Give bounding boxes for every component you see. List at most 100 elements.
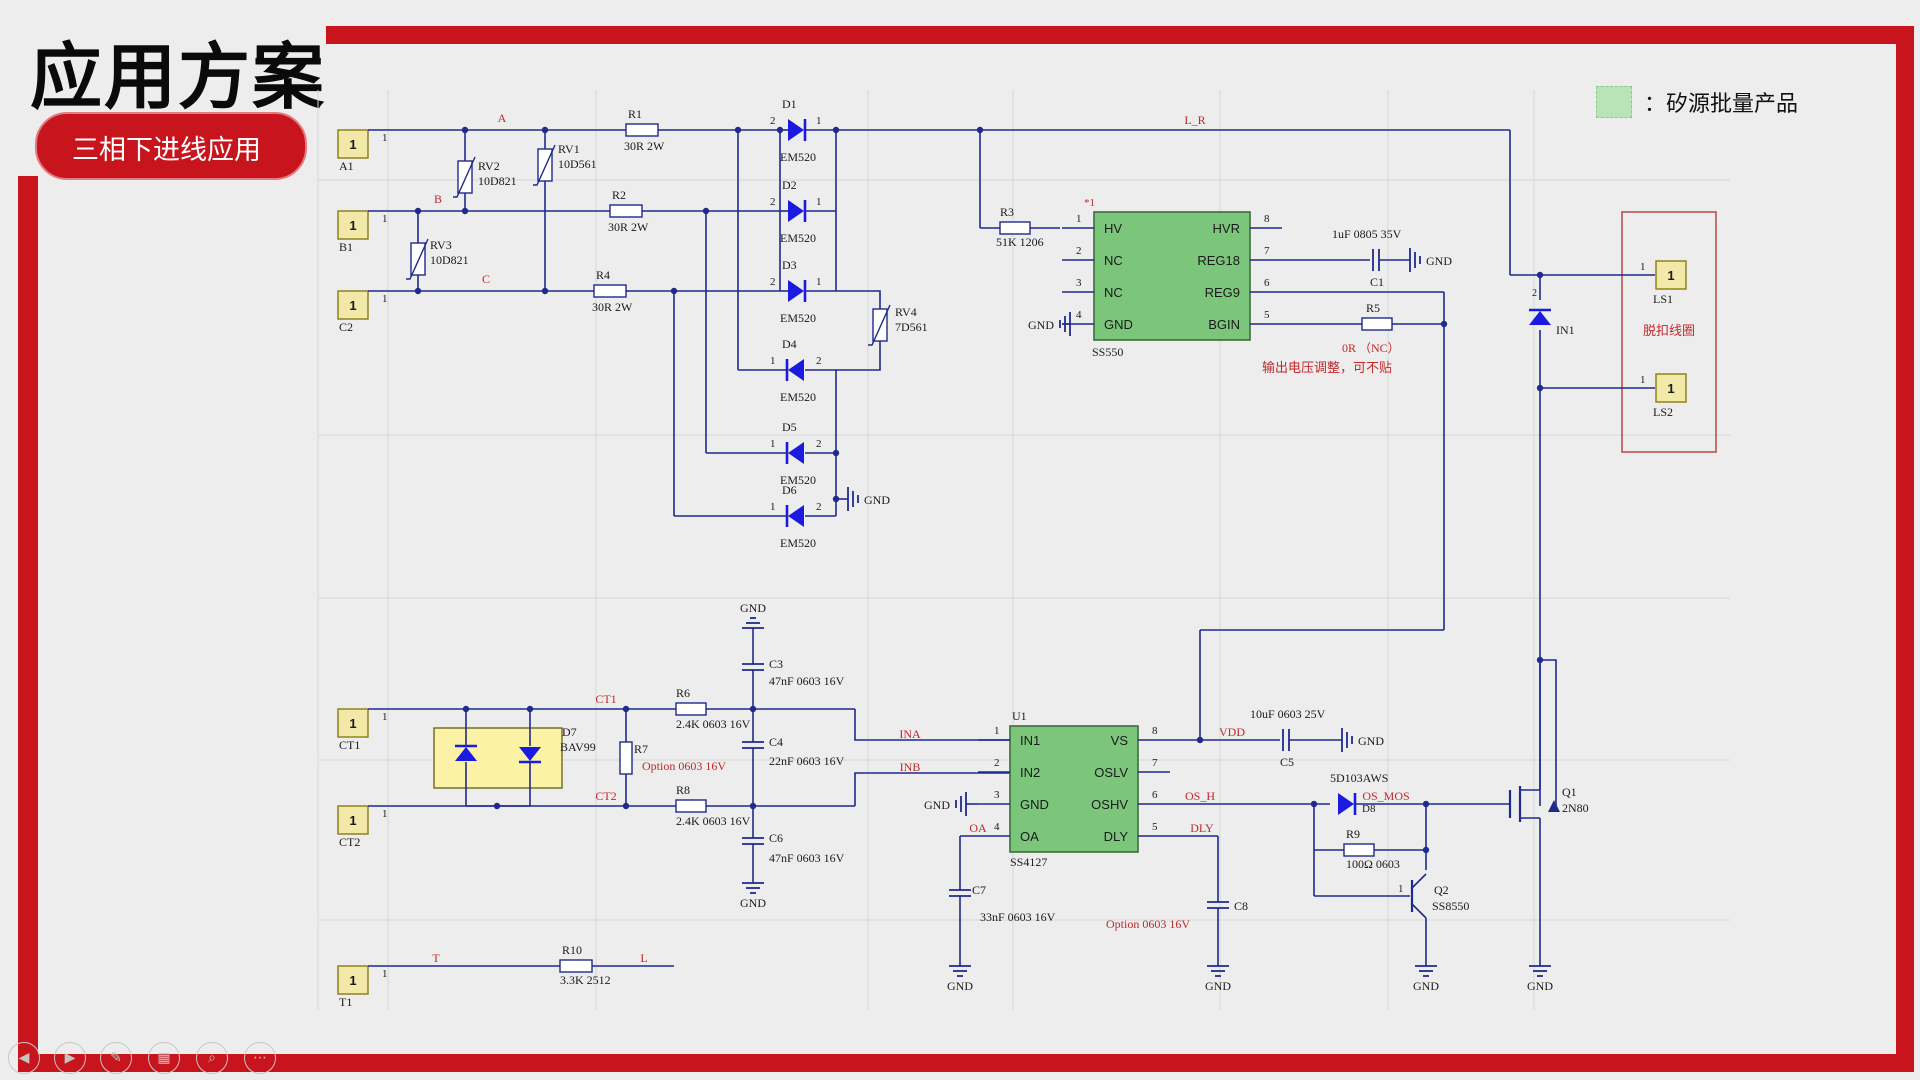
net-label: L_R [1184, 113, 1205, 127]
component-ref: C1 [1370, 275, 1384, 289]
pin-number: 5 [1152, 821, 1158, 833]
pin-number: 4 [994, 821, 1000, 833]
wire [1411, 873, 1427, 889]
junction-dot [541, 126, 549, 134]
pin-number: 1 [816, 276, 822, 288]
legend-swatch [1596, 86, 1632, 118]
pin-number: 2 [816, 355, 822, 367]
connector-ref: CT1 [339, 738, 360, 752]
more-options-icon[interactable]: ⋯ [244, 1042, 276, 1074]
resistor-r9 [1343, 843, 1375, 857]
connector-a1 [337, 129, 369, 159]
resistor-r2 [609, 204, 643, 218]
component-ref: Q2 [1434, 883, 1449, 897]
adjust-note: 输出电压调整，可不贴 [1262, 360, 1392, 376]
component-value: 0R （NC） [1342, 341, 1400, 355]
connector-ref: T1 [339, 995, 352, 1009]
gnd-c3: GND [740, 601, 766, 615]
component-value: EM520 [780, 536, 816, 550]
component-ref: R10 [562, 943, 582, 957]
component-value: 10D561 [558, 157, 597, 171]
zoom-icon[interactable]: ⌕ [196, 1042, 228, 1074]
transistor-q1-arrow [1548, 800, 1560, 812]
component-ref: C5 [1280, 755, 1294, 769]
chip-pin-label: DLY [1104, 829, 1129, 844]
junction-dot [1440, 320, 1448, 328]
connector-t1 [337, 965, 369, 995]
diode-d6 [788, 505, 804, 527]
junction-dot [1196, 736, 1204, 744]
component-value: 47nF 0603 16V [769, 851, 845, 865]
gnd-ss4127: GND [924, 798, 950, 812]
component-ref: R3 [1000, 205, 1014, 219]
section-pill-label: 三相下进线应用 [72, 135, 261, 166]
net-label: DLY [1190, 821, 1214, 835]
pin-number: 3 [1076, 277, 1082, 289]
component-value: 1uF 0805 35V [1332, 227, 1402, 241]
coil-label: 脱扣线圈 [1643, 324, 1695, 339]
pin-number: 2 [770, 276, 776, 288]
connector-ref: C2 [339, 320, 353, 334]
slides-grid-icon[interactable]: ▦ [148, 1042, 180, 1074]
chip-pin-label: VS [1111, 733, 1129, 748]
junction-dot [776, 126, 784, 134]
component-ref: R6 [676, 686, 690, 700]
chip-marker: *1 [1084, 197, 1095, 209]
pin-number: 2 [816, 438, 822, 450]
chip-pin-label: OSLV [1094, 765, 1128, 780]
pin-number: 6 [1264, 277, 1270, 289]
diode-d4 [788, 359, 804, 381]
component-value: 7D561 [895, 320, 928, 334]
junction-dot [1536, 656, 1544, 664]
connector-ref: CT2 [339, 835, 360, 849]
resistor-r3 [999, 221, 1031, 235]
next-slide-icon[interactable]: ▶ [54, 1042, 86, 1074]
component-ref: D4 [782, 337, 797, 351]
gnd-q1: GND [1527, 979, 1553, 993]
junction-dot [749, 705, 757, 713]
component-ref: RV2 [478, 159, 500, 173]
junction-dot [832, 449, 840, 457]
diode-d8 [1338, 793, 1354, 815]
pin-number: 8 [1264, 213, 1270, 225]
gnd-c6: GND [740, 896, 766, 910]
chip-pin-label: OSHV [1091, 797, 1128, 812]
connector-ref: LS2 [1653, 405, 1673, 419]
varistor-rv1 [537, 148, 553, 182]
varistor-rv2-arrow [453, 156, 476, 198]
pin-number: 6 [1152, 789, 1158, 801]
pin-number: 1 [994, 725, 1000, 737]
connector-b1 [337, 210, 369, 240]
varistor-rv3 [410, 242, 426, 276]
component-value: EM520 [780, 231, 816, 245]
gnd-c5: GND [1358, 734, 1384, 748]
pin-number: 1 [816, 196, 822, 208]
diode-d7-a [455, 747, 477, 761]
chip-name: SS550 [1092, 345, 1123, 359]
prev-slide-icon[interactable]: ◀ [8, 1042, 40, 1074]
junction-dot [622, 705, 630, 713]
pin-number: 7 [1152, 757, 1158, 769]
junction-dot [526, 705, 534, 713]
junction-dot [462, 705, 470, 713]
net-label: L [640, 951, 647, 965]
chip-pin-label: REG9 [1205, 285, 1240, 300]
pen-icon[interactable]: ✎ [100, 1042, 132, 1074]
component-ref: R1 [628, 107, 642, 121]
pin-number: 1 [1640, 261, 1646, 273]
component-value: 30R 2W [608, 220, 649, 234]
pin-number: 2 [770, 196, 776, 208]
connector-ref: A1 [339, 159, 354, 173]
wire [854, 772, 1010, 806]
pin-number: 2 [1532, 288, 1537, 299]
chip-pin-label: NC [1104, 253, 1123, 268]
connector-ct1 [337, 708, 369, 738]
resistor-r6 [675, 702, 707, 716]
component-ref: R9 [1346, 827, 1360, 841]
net-label: OS_H [1185, 789, 1215, 803]
component-ref: C7 [972, 883, 986, 897]
pin-number: 1 [382, 968, 388, 980]
gnd-c8: GND [1205, 979, 1231, 993]
net-label: T [432, 951, 440, 965]
